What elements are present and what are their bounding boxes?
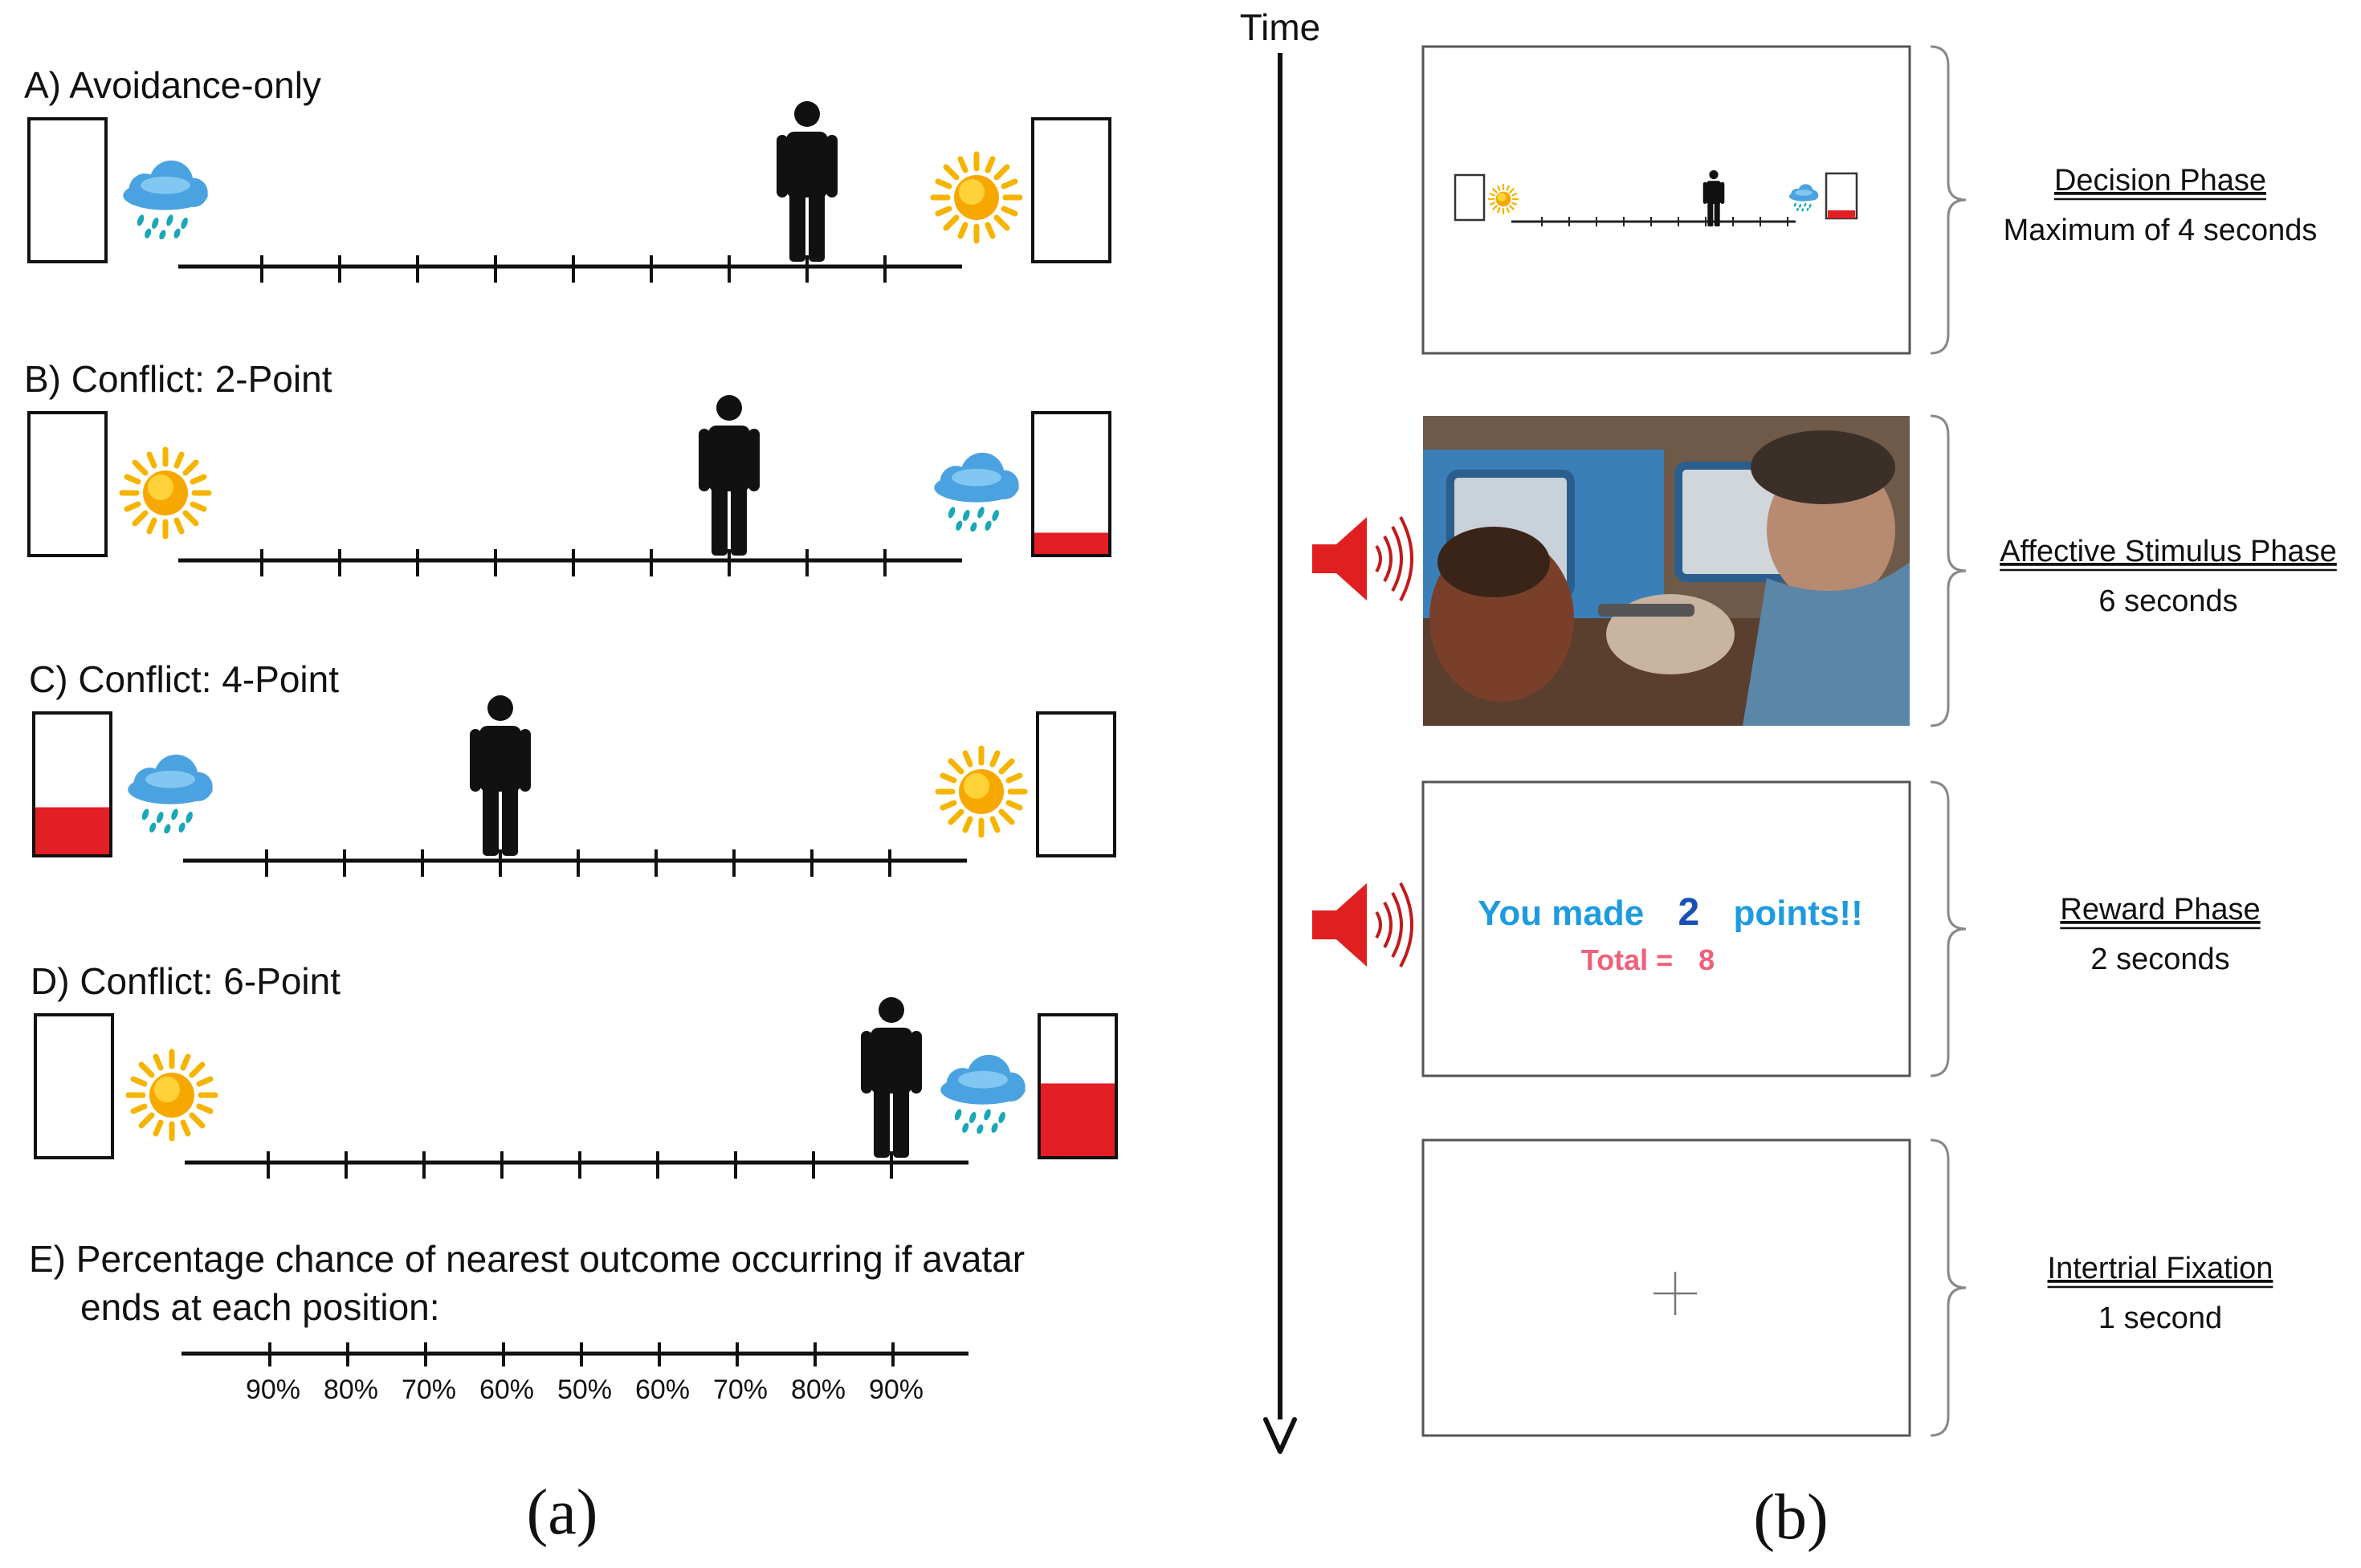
time-axis: Time — [1240, 6, 1321, 1454]
panel-a: A) Avoidance-only B) Conflict: 2-Point C) … — [24, 64, 1118, 1179]
percentage-label: 50% — [557, 1375, 612, 1405]
panel-b-caption: (b) — [1753, 1482, 1828, 1553]
scenario-row: A) Avoidance-only — [24, 64, 1111, 283]
scenario-label: D) Conflict: 6-Point — [31, 960, 340, 1002]
avatar-icon — [777, 101, 838, 262]
decision-phase-screen — [1421, 45, 1911, 355]
mini-ticks — [1541, 217, 1788, 226]
scenario-label: B) Conflict: 2-Point — [24, 358, 332, 400]
sun-icon — [128, 1052, 215, 1138]
rain-cloud-icon — [940, 1054, 1026, 1134]
phase-title: Intertrial Fixation — [2048, 1252, 2273, 1285]
right-points-fill — [1041, 1083, 1115, 1156]
time-arrow-head — [1263, 1417, 1297, 1454]
percentage-label: 90% — [869, 1375, 924, 1405]
percentage-ticks: 90% 80% 70% 60% 50% 60% 70% 80% 90% — [246, 1342, 924, 1405]
phase-title: Reward Phase — [2060, 893, 2260, 927]
percentage-label: 70% — [713, 1375, 768, 1405]
phase-title: Decision Phase — [2054, 164, 2266, 198]
mini-sun-icon — [1487, 183, 1519, 215]
fixation-screen — [1421, 1138, 1911, 1437]
reward-suffix: points!! — [1733, 894, 1862, 933]
percentage-label: 60% — [479, 1375, 534, 1405]
mini-left-box — [1454, 173, 1486, 222]
left-outcome-box — [34, 1013, 114, 1159]
reward-points: 2 — [1678, 891, 1700, 934]
percentage-title-line2: ends at each position: — [80, 1286, 440, 1328]
percentage-label: 80% — [791, 1375, 846, 1405]
phase-brace — [1930, 45, 1967, 355]
percentage-scale: E) Percentage chance of nearest outcome … — [29, 1238, 1025, 1405]
scenario-label: A) Avoidance-only — [24, 64, 321, 106]
sun-icon — [938, 748, 1025, 835]
sun-icon — [933, 154, 1020, 241]
scenario-row: B) Conflict: 2-Point — [24, 358, 1111, 576]
right-outcome-box — [1036, 711, 1116, 857]
percentage-title-line1: E) Percentage chance of nearest outcome … — [29, 1238, 1025, 1280]
percentage-label: 90% — [246, 1375, 300, 1405]
reward-phase-screen: You made 2 points!! Total = 8 — [1421, 780, 1911, 1077]
reward-total-value: 8 — [1698, 943, 1715, 976]
sun-icon — [122, 450, 209, 536]
speaker-icon — [1311, 882, 1413, 968]
phase-brace — [1930, 1138, 1967, 1437]
scenario-row: C) Conflict: 4-Point — [29, 658, 1116, 877]
avatar-icon — [470, 695, 531, 856]
rain-cloud-icon — [934, 452, 1019, 531]
panel-a-caption: (a) — [527, 1477, 598, 1548]
phase-title: Affective Stimulus Phase — [2000, 535, 2337, 568]
affective-stimulus-image — [1423, 416, 1910, 726]
scenario-row: D) Conflict: 6-Point — [31, 960, 1118, 1179]
phase-brace — [1930, 780, 1967, 1077]
avatar-icon — [861, 997, 922, 1158]
percentage-label: 60% — [635, 1375, 690, 1405]
right-outcome-box — [1031, 411, 1111, 557]
rain-cloud-icon — [123, 160, 208, 239]
scenario-label: C) Conflict: 4-Point — [29, 658, 339, 700]
phase-duration: 6 seconds — [2098, 584, 2237, 618]
phase-duration: 1 second — [2098, 1301, 2222, 1335]
reward-message: You made 2 points!! — [1478, 891, 1862, 934]
phase-duration: Maximum of 4 seconds — [2004, 214, 2318, 247]
left-outcome-box — [27, 117, 108, 263]
speaker-icon — [1311, 515, 1413, 602]
percentage-label: 80% — [324, 1375, 378, 1405]
left-outcome-box — [27, 411, 108, 557]
time-label: Time — [1240, 6, 1321, 48]
reward-total-label: Total = — [1581, 943, 1673, 976]
reward-prefix: You made — [1478, 894, 1644, 933]
reward-total: Total = 8 — [1581, 943, 1715, 976]
phase-duration: 2 seconds — [2090, 943, 2229, 976]
percentage-label: 70% — [402, 1375, 456, 1405]
mini-right-fill — [1828, 210, 1855, 218]
phase-brace — [1930, 414, 1967, 727]
rain-cloud-icon — [128, 754, 213, 833]
avatar-icon — [699, 395, 760, 556]
right-points-fill — [1034, 532, 1108, 554]
right-outcome-box — [1031, 117, 1111, 263]
left-points-fill — [35, 807, 109, 854]
